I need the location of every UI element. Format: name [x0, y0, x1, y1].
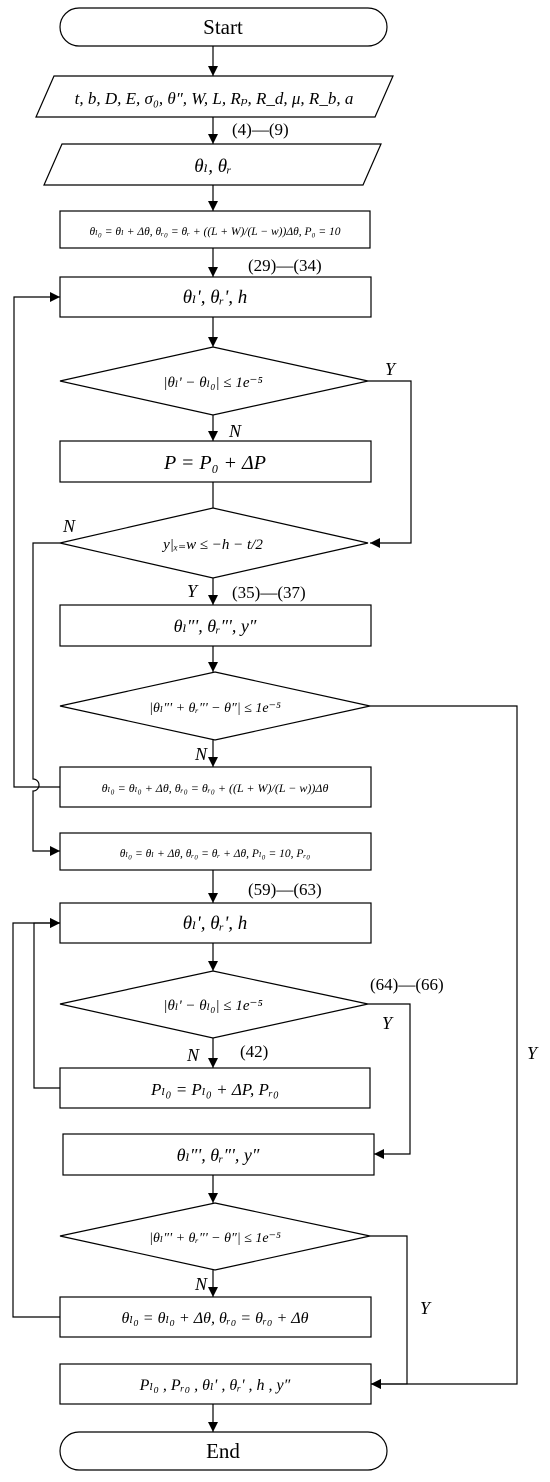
angles-io [43, 143, 382, 186]
label-decision2-yes: Y [187, 581, 199, 601]
update-box-2-label: θₗ₀ = θₗ₀ + Δθ, θᵣ₀ = θᵣ₀ + Δθ [121, 1310, 308, 1327]
start-label: Start [203, 15, 243, 39]
arrow-decision2-no [32, 542, 60, 856]
label-decision5-yes: Y [420, 1298, 432, 1318]
loop-pressure2-to-calc3 [33, 918, 60, 1089]
end-label: End [206, 1439, 240, 1463]
output-box [59, 1363, 372, 1405]
output-label: Pₗ₀ , Pᵣ₀ , θₗ' , θᵣ' , h , y″ [139, 1377, 291, 1394]
decision-1-label: |θₗ' − θₗ₀| ≤ 1e⁻⁵ [163, 375, 262, 391]
equation-ref-6: (42) [240, 1042, 268, 1061]
decision-5 [59, 1202, 371, 1271]
label-decision3-no: N [194, 744, 208, 764]
equation-ref-1: (4)—(9) [232, 120, 289, 139]
pressure-box-1-label: P = P₀ + ΔP [163, 452, 266, 474]
calc-box-3 [59, 902, 372, 944]
input-parameters-io [35, 75, 394, 118]
start-terminal [59, 7, 388, 47]
end-terminal [59, 1431, 388, 1471]
label-decision3-yes: Y [527, 1043, 539, 1063]
calc-box-2 [59, 604, 372, 647]
equation-ref-4: (59)—(63) [248, 880, 322, 899]
init-box-2 [59, 832, 372, 871]
update-box-2 [59, 1296, 372, 1338]
label-decision5-no: N [194, 1274, 208, 1294]
update-box-1-label: θₗ₀ = θₗ₀ + Δθ, θᵣ₀ = θᵣ₀ + ((L + W)/(L … [102, 781, 329, 795]
input-parameters-label: t, b, D, E, σ₀, θ″, W, L, Rₚ, R_d, μ, R_… [75, 89, 354, 108]
calc-box-2-label: θₗ″', θᵣ″', y″ [174, 616, 257, 636]
init-box-1-label: θₗ₀ = θₗ + Δθ, θᵣ₀ = θᵣ + ((L + W)/(L − … [89, 226, 340, 238]
label-decision1-yes: Y [385, 359, 397, 379]
arrow-decision3-yes [370, 705, 518, 1389]
angles-label: θₗ, θᵣ [194, 156, 231, 177]
decision-3-label: |θₗ″' + θᵣ″' − θ″| ≤ 1e⁻⁵ [149, 701, 281, 716]
label-decision2-no: N [62, 516, 76, 536]
equation-ref-5: (64)—(66) [370, 975, 444, 994]
init-box-2-label: θₗ₀ = θₗ + Δθ, θᵣ₀ = θᵣ + Δθ, Pₗ₀ = 10, … [120, 848, 311, 860]
equation-ref-3: (35)—(37) [232, 583, 306, 602]
equation-ref-2: (29)—(34) [248, 256, 322, 275]
loop-update1-to-calc1 [13, 292, 60, 788]
pressure-box-1 [59, 440, 372, 483]
arrow-decision1-yes [368, 380, 412, 548]
arrow-decision5-yes [370, 1235, 408, 1389]
init-box-1 [59, 210, 371, 249]
calc-box-3-label: θₗ', θᵣ', h [183, 913, 248, 934]
calc-box-4-label: θₗ″', θᵣ″', y″ [177, 1145, 260, 1165]
decision-5-label: |θₗ″' + θᵣ″' − θ″| ≤ 1e⁻⁵ [149, 1231, 281, 1246]
decision-4-label: |θₗ' − θₗ₀| ≤ 1e⁻⁵ [163, 998, 262, 1014]
calc-box-4 [62, 1133, 375, 1176]
label-decision1-no: N [228, 421, 242, 441]
decision-2-label: y|ₓ₌w ≤ −h − t/2 [161, 537, 263, 553]
arrow-decision4-yes [368, 1003, 411, 1159]
decision-3 [59, 671, 371, 741]
update-box-1 [59, 766, 372, 808]
loop-update2-to-calc3 [12, 918, 60, 1318]
pressure-box-2-label: Pₗ₀ = Pₗ₀ + ΔP, Pᵣ₀ [150, 1080, 279, 1099]
calc-box-1 [59, 276, 372, 318]
label-decision4-yes: Y [382, 1013, 394, 1033]
label-decision4-no: N [186, 1045, 200, 1065]
calc-box-1-label: θₗ', θᵣ', h [183, 287, 248, 308]
